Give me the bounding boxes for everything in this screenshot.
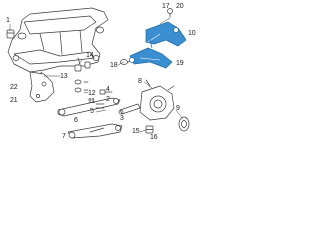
callout-14: 14 [86, 52, 94, 59]
lower-control-arm-lower [67, 123, 123, 139]
callout-16: 16 [150, 134, 158, 141]
trailing-bracket [29, 71, 55, 103]
callout-18: 18 [110, 62, 118, 69]
upper-control-arm-highlighted [129, 21, 187, 69]
subframe-crossmember [7, 7, 109, 73]
upper-bolt [167, 8, 173, 18]
diagram-drawing [6, 7, 190, 139]
toe-link [118, 103, 141, 115]
callout-5: 5 [90, 108, 94, 115]
callout-6: 6 [74, 117, 78, 124]
hub-nut [145, 125, 154, 134]
callout-21: 21 [10, 97, 18, 104]
callout-8: 8 [138, 78, 142, 85]
callout-15: 15 [132, 128, 140, 135]
parts-diagram: 17 20 10 18 19 22 21 1 14 13 12 11 4 2 5… [0, 0, 200, 147]
lower-control-arm-upper [57, 97, 121, 117]
callout-2: 2 [106, 96, 110, 103]
callout-13: 13 [60, 73, 68, 80]
callout-12: 12 [88, 90, 96, 97]
callout-10: 10 [188, 30, 196, 37]
knuckle-hub [139, 79, 175, 121]
bolt-set [74, 79, 89, 93]
bolt-group [95, 89, 113, 109]
callout-19: 19 [176, 60, 184, 67]
callout-20: 20 [176, 3, 184, 10]
callout-7: 7 [62, 133, 66, 140]
callout-3: 3 [120, 115, 124, 122]
callout-17: 17 [162, 3, 170, 10]
hub-bearing [178, 116, 190, 132]
callout-22: 22 [10, 84, 18, 91]
callout-1: 1 [6, 17, 10, 24]
callout-9: 9 [176, 105, 180, 112]
mount-bushing [6, 29, 15, 39]
callout-4: 4 [106, 86, 110, 93]
callout-11: 11 [88, 98, 95, 105]
